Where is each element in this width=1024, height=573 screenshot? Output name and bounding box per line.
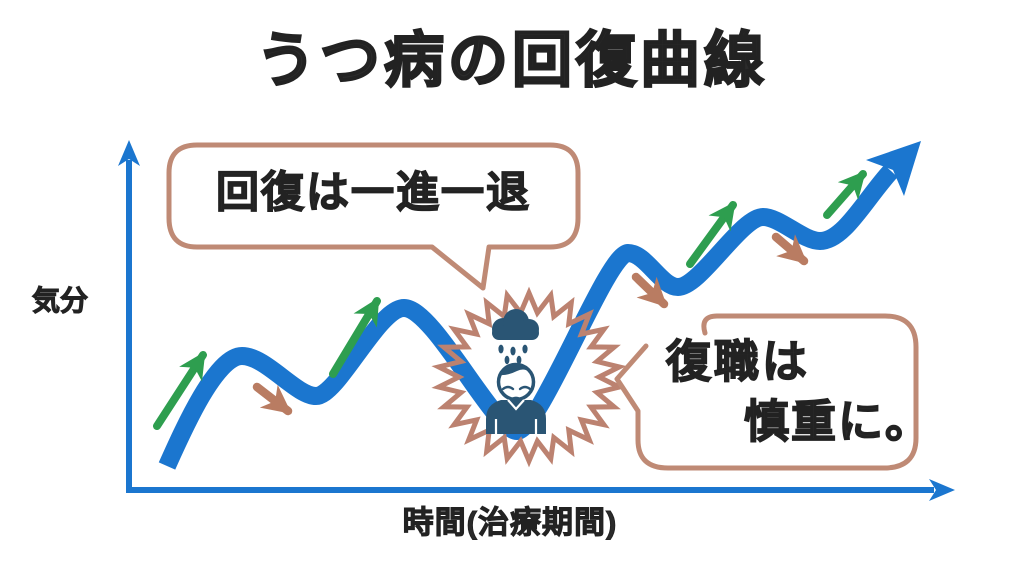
depressed-person-icon	[486, 309, 546, 434]
rain-cloud-icon	[492, 309, 539, 365]
starburst-icon	[431, 286, 627, 468]
improvement-arrows	[153, 170, 867, 430]
bubble-right-text-line1: 復職は	[665, 335, 811, 387]
brown-down-arrow-icon	[631, 272, 669, 309]
y-axis-arrowhead-icon	[118, 140, 140, 166]
x-axis-label: 時間(治療期間)	[402, 505, 618, 541]
recovery-curve-arrowhead-icon	[866, 141, 921, 196]
setback-arrows	[252, 232, 809, 416]
y-axis-label: 気分	[31, 284, 89, 316]
page-title: うつ病の回復曲線	[255, 26, 768, 95]
x-axis-arrowhead-icon	[929, 479, 955, 501]
brown-down-arrow-icon	[771, 232, 809, 266]
axes	[118, 140, 955, 501]
green-up-arrow-icon	[329, 297, 381, 378]
torso-icon	[486, 399, 546, 434]
bubble-top-text: 回復は一進一退	[215, 168, 531, 217]
green-up-arrow-icon	[153, 351, 207, 430]
green-up-arrow-icon	[823, 170, 867, 219]
speech-bubble-top	[166, 142, 581, 291]
green-up-arrow-icon	[686, 201, 737, 268]
speech-bubble-right	[614, 313, 919, 471]
sad-face-icon	[496, 362, 536, 403]
brown-down-arrow-icon	[252, 382, 293, 416]
bubble-right-text-line2: 慎重に。	[743, 395, 933, 447]
